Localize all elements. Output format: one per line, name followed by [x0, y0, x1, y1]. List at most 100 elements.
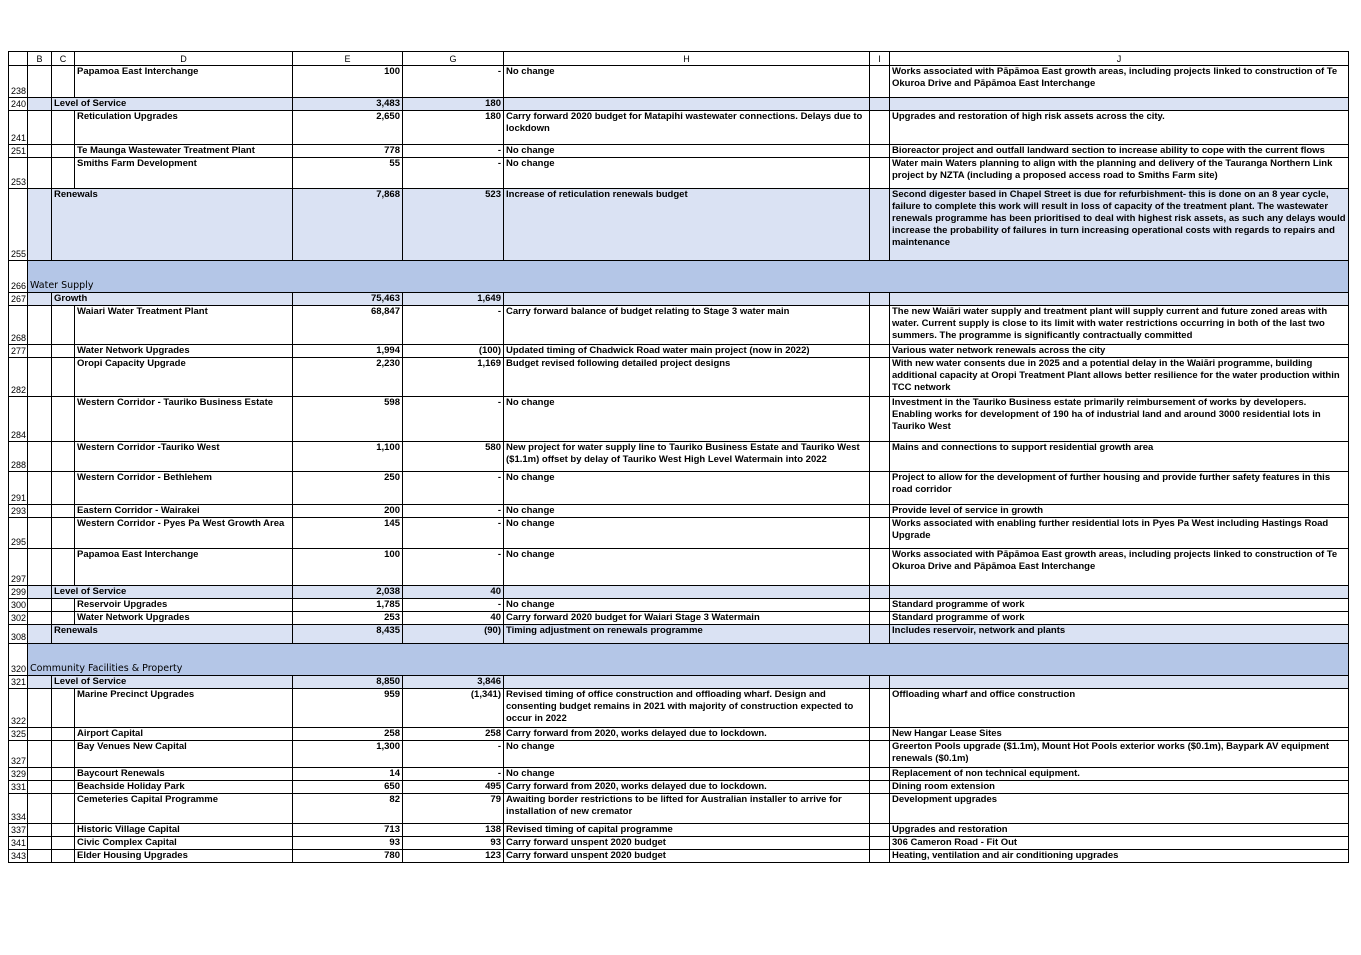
cell-i[interactable] — [869, 305, 890, 345]
cell-i[interactable] — [869, 675, 890, 689]
cell-c[interactable] — [51, 836, 75, 850]
cell-i[interactable] — [869, 396, 890, 442]
cell-b[interactable] — [27, 471, 52, 505]
group-label[interactable]: Level of Service — [51, 675, 293, 689]
cell-d-project[interactable]: Airport Capital — [74, 727, 293, 741]
cell-b[interactable] — [27, 727, 52, 741]
row-number[interactable]: 320 — [8, 643, 28, 676]
row-number[interactable]: 241 — [8, 110, 28, 145]
cell-j-description[interactable]: With new water consents due in 2025 and … — [889, 357, 1349, 397]
cell-b[interactable] — [27, 110, 52, 145]
section-title[interactable]: Water Supply — [27, 260, 1349, 293]
cell-h-reason[interactable]: No change — [503, 396, 870, 442]
cell-i[interactable] — [869, 157, 890, 189]
cell-c[interactable] — [51, 305, 75, 345]
cell-h-reason[interactable]: Carry forward 2020 budget for Waiari Sta… — [503, 611, 870, 625]
cell-g-variance[interactable]: - — [402, 144, 504, 158]
cell-e-budget[interactable]: 100 — [292, 65, 403, 98]
cell-e-budget[interactable]: 14 — [292, 767, 403, 781]
cell-d-project[interactable]: Civic Complex Capital — [74, 836, 293, 850]
cell-g-variance[interactable]: 1,649 — [402, 292, 504, 306]
cell-c[interactable] — [51, 344, 75, 358]
cell-d-project[interactable]: Historic Village Capital — [74, 823, 293, 837]
cell-b[interactable] — [27, 585, 52, 599]
cell-c[interactable] — [51, 110, 75, 145]
cell-b[interactable] — [27, 823, 52, 837]
cell-j-description[interactable]: Standard programme of work — [889, 611, 1349, 625]
row-number[interactable]: 334 — [8, 793, 28, 824]
row-number[interactable]: 288 — [8, 441, 28, 472]
cell-e-budget[interactable]: 93 — [292, 836, 403, 850]
cell-d-project[interactable]: Marine Precinct Upgrades — [74, 688, 293, 728]
cell-b[interactable] — [27, 65, 52, 98]
cell-e-budget[interactable]: 598 — [292, 396, 403, 442]
cell-g-variance[interactable]: - — [402, 157, 504, 189]
cell-b[interactable] — [27, 793, 52, 824]
cell-e-budget[interactable]: 2,650 — [292, 110, 403, 145]
cell-j-description[interactable]: Includes reservoir, network and plants — [889, 624, 1349, 644]
cell-c[interactable] — [51, 598, 75, 612]
cell-b[interactable] — [27, 188, 52, 261]
row-number[interactable]: 291 — [8, 471, 28, 505]
cell-j-description[interactable]: Greerton Pools upgrade ($1.1m), Mount Ho… — [889, 740, 1349, 768]
cell-g-variance[interactable]: (1,341) — [402, 688, 504, 728]
cell-i[interactable] — [869, 188, 890, 261]
column-header-j[interactable]: J — [889, 51, 1349, 66]
cell-i[interactable] — [869, 97, 890, 111]
cell-g-variance[interactable]: 138 — [402, 823, 504, 837]
cell-j-description[interactable]: Upgrades and restoration — [889, 823, 1349, 837]
cell-g-variance[interactable]: - — [402, 598, 504, 612]
cell-j-description[interactable]: Various water network renewals across th… — [889, 344, 1349, 358]
cell-d-project[interactable]: Western Corridor - Bethlehem — [74, 471, 293, 505]
cell-b[interactable] — [27, 441, 52, 472]
cell-d-project[interactable]: Papamoa East Interchange — [74, 65, 293, 98]
cell-g-variance[interactable]: 180 — [402, 110, 504, 145]
cell-c[interactable] — [51, 793, 75, 824]
cell-j-description[interactable]: Mains and connections to support residen… — [889, 441, 1349, 472]
cell-b[interactable] — [27, 624, 52, 644]
cell-j-description[interactable] — [889, 97, 1349, 111]
row-number[interactable]: 321 — [8, 675, 28, 689]
cell-b[interactable] — [27, 517, 52, 549]
group-label[interactable]: Renewals — [51, 188, 293, 261]
cell-c[interactable] — [51, 517, 75, 549]
cell-i[interactable] — [869, 585, 890, 599]
cell-d-project[interactable]: Beachside Holiday Park — [74, 780, 293, 794]
cell-i[interactable] — [869, 441, 890, 472]
cell-e-budget[interactable]: 959 — [292, 688, 403, 728]
group-label[interactable]: Level of Service — [51, 97, 293, 111]
cell-j-description[interactable]: Second digester based in Chapel Street i… — [889, 188, 1349, 261]
cell-e-budget[interactable]: 778 — [292, 144, 403, 158]
row-number[interactable]: 277 — [8, 344, 28, 358]
cell-b[interactable] — [27, 688, 52, 728]
cell-g-variance[interactable]: - — [402, 767, 504, 781]
cell-b[interactable] — [27, 292, 52, 306]
cell-d-project[interactable]: Reservoir Upgrades — [74, 598, 293, 612]
cell-h-reason[interactable]: No change — [503, 548, 870, 586]
cell-e-budget[interactable]: 1,100 — [292, 441, 403, 472]
cell-e-budget[interactable]: 100 — [292, 548, 403, 586]
cell-h-reason[interactable]: Carry forward from 2020, works delayed d… — [503, 727, 870, 741]
cell-g-variance[interactable]: (100) — [402, 344, 504, 358]
cell-e-budget[interactable]: 2,230 — [292, 357, 403, 397]
cell-d-project[interactable]: Papamoa East Interchange — [74, 548, 293, 586]
cell-d-project[interactable]: Western Corridor - Pyes Pa West Growth A… — [74, 517, 293, 549]
row-number[interactable]: 322 — [8, 688, 28, 728]
cell-b[interactable] — [27, 97, 52, 111]
cell-i[interactable] — [869, 517, 890, 549]
cell-h-reason[interactable]: No change — [503, 740, 870, 768]
cell-d-project[interactable]: Water Network Upgrades — [74, 611, 293, 625]
cell-c[interactable] — [51, 157, 75, 189]
cell-e-budget[interactable]: 780 — [292, 849, 403, 863]
cell-g-variance[interactable]: (90) — [402, 624, 504, 644]
cell-e-budget[interactable]: 253 — [292, 611, 403, 625]
cell-i[interactable] — [869, 65, 890, 98]
row-number[interactable]: 268 — [8, 305, 28, 345]
cell-g-variance[interactable]: - — [402, 548, 504, 586]
column-header-d[interactable]: D — [74, 51, 293, 66]
cell-e-budget[interactable]: 1,785 — [292, 598, 403, 612]
cell-d-project[interactable]: Western Corridor - Tauriko Business Esta… — [74, 396, 293, 442]
cell-h-reason[interactable]: Carry forward from 2020, works delayed d… — [503, 780, 870, 794]
cell-e-budget[interactable]: 7,868 — [292, 188, 403, 261]
cell-h-reason[interactable]: No change — [503, 157, 870, 189]
